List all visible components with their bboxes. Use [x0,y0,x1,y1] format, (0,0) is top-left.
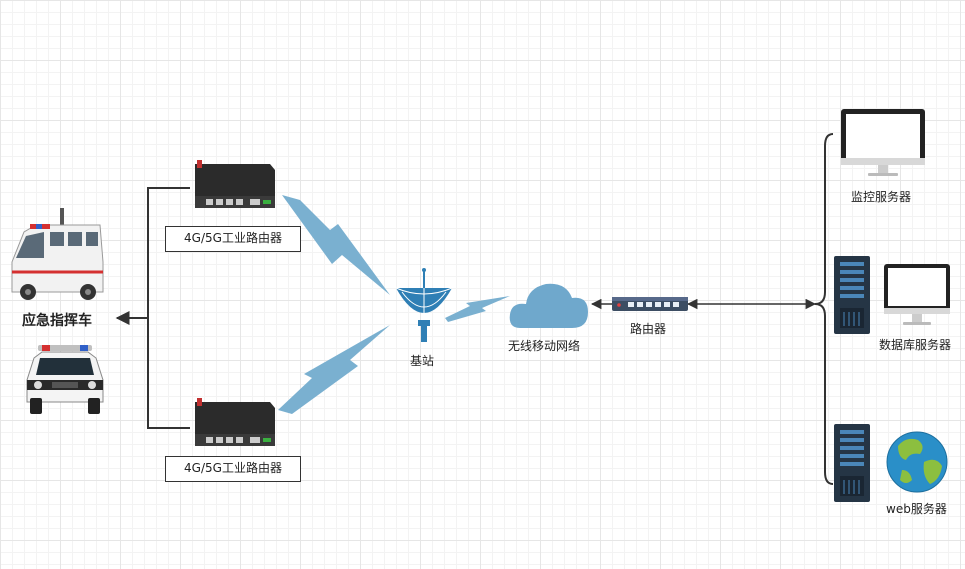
police-car-icon [26,345,104,414]
web-server-rack-icon [834,424,870,502]
signal-bolt-right [445,296,510,322]
ambulance-icon [11,208,104,300]
left-connector [115,187,190,429]
signal-bolt-bottom [278,325,390,414]
web-server-label: web服务器 [886,502,947,516]
database-server-rack-icon [834,256,870,334]
router-bottom-label: 4G/5G工业路由器 [165,456,301,482]
switch-label: 路由器 [630,322,667,336]
router-top-label: 4G/5G工业路由器 [165,226,301,252]
wireless-network-cloud-icon [509,283,588,328]
router-bottom-icon [195,398,275,446]
cloud-label: 无线移动网络 [508,339,581,353]
router-top-icon [195,160,275,208]
vehicles-label: 应急指挥车 [22,313,92,329]
base-station-icon [395,268,453,342]
database-display-icon [884,264,950,325]
globe-icon [886,431,948,493]
monitor-server-label: 监控服务器 [851,190,912,204]
server-brace [814,133,834,485]
signal-bolt-top [282,195,390,295]
monitor-server-icon [841,109,925,176]
database-server-label: 数据库服务器 [879,338,952,352]
base-station-label: 基站 [410,354,435,368]
switch-icon [612,297,688,311]
